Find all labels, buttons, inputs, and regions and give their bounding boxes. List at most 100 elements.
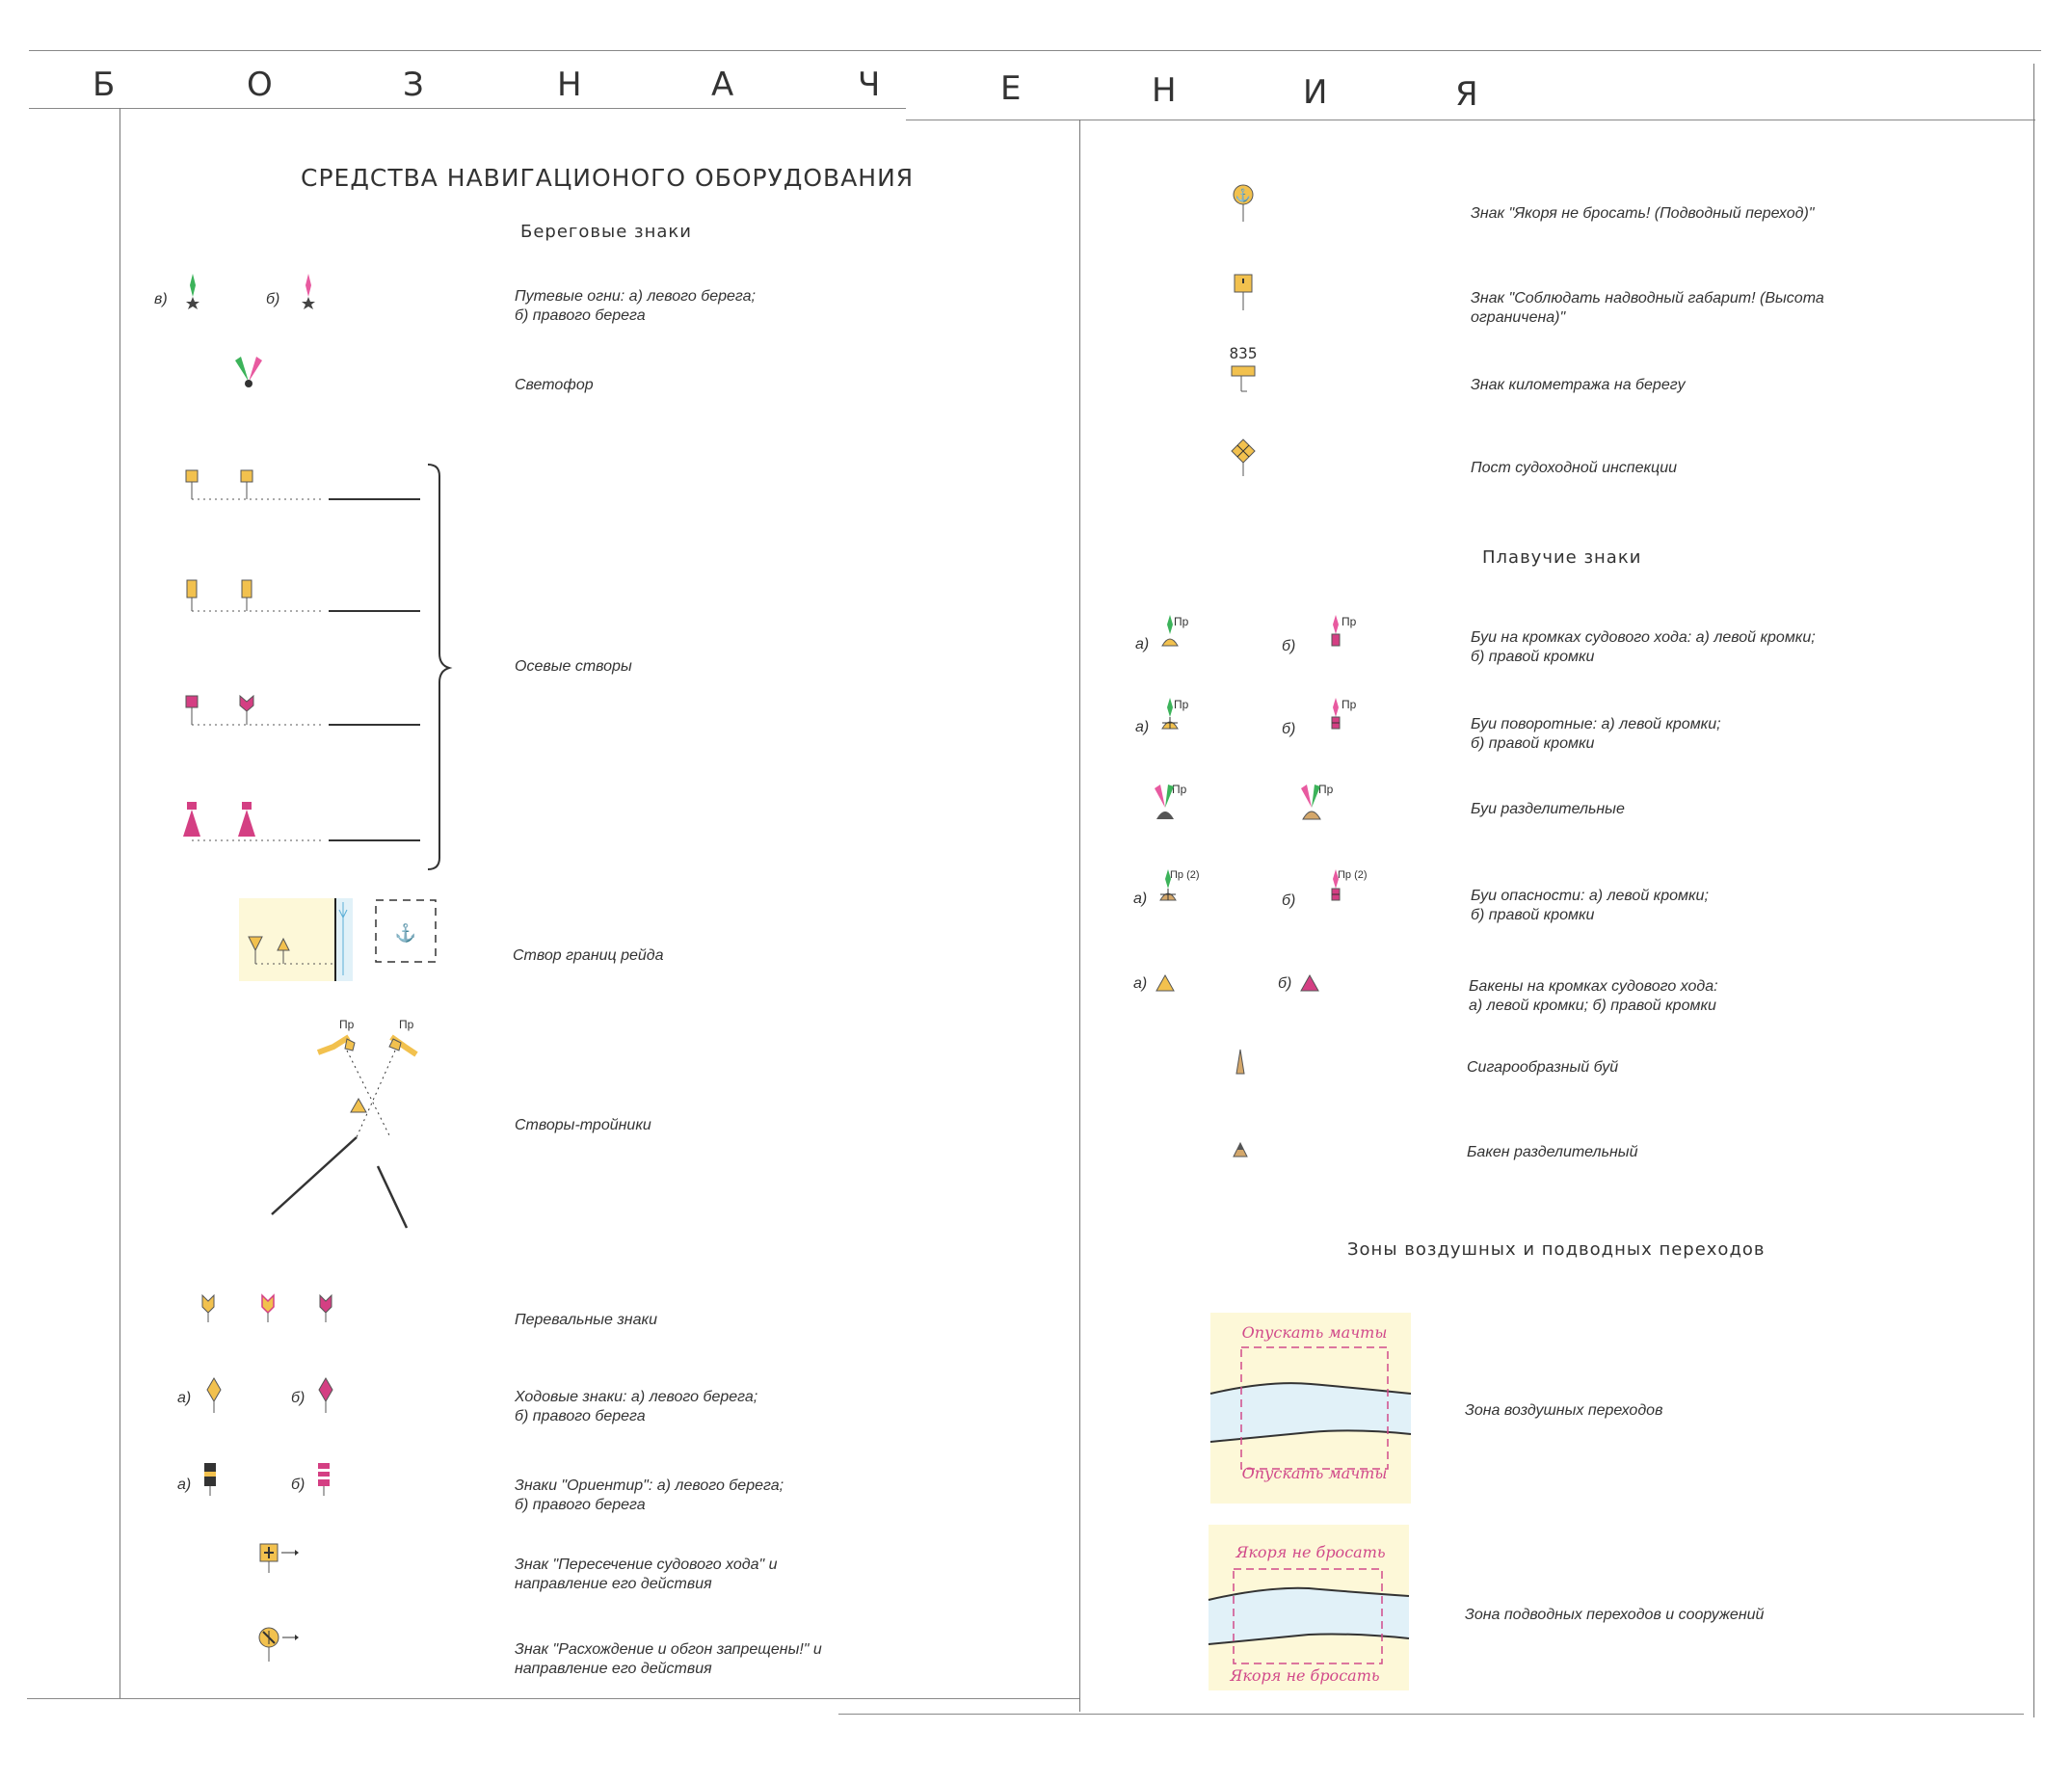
buoy-tag: Пр xyxy=(1341,615,1357,628)
option-label-b: б) xyxy=(266,291,280,307)
fairway-sign-right-icon xyxy=(318,1377,333,1413)
fairway-sign-left-icon xyxy=(206,1377,222,1413)
zones-title: Зоны воздушных и подводных переходов xyxy=(1347,1239,1766,1260)
item-description: Зона воздушных переходов xyxy=(1465,1402,1663,1419)
item-description: Путевые огни: а) левого берега; б) право… xyxy=(515,288,756,324)
option-label-a: а) xyxy=(1133,891,1148,907)
section-title: СРЕДСТВА НАВИГАЦИОНОГО ОБОРУДОВАНИЯ xyxy=(301,164,915,192)
no-overtaking-sign-icon xyxy=(258,1627,299,1662)
brace-icon xyxy=(427,464,453,870)
option-label-a: а) xyxy=(1135,719,1150,735)
item-description: Ходовые знаки: а) левого берега; б) прав… xyxy=(515,1389,758,1424)
buoy-tag: Пр (2) xyxy=(1338,869,1368,881)
separating-buoy-icon xyxy=(1301,785,1321,820)
separating-buoy-icon xyxy=(1155,785,1174,819)
item-description: Бакен разделительный xyxy=(1467,1144,1638,1160)
heading-letter: Н xyxy=(1152,71,1177,110)
light-tag: Пр xyxy=(399,1018,414,1031)
edge-buoy-left-icon xyxy=(1161,615,1179,647)
heading-underline xyxy=(29,108,906,109)
item-description: Знак "Пересечение судового хода" и напра… xyxy=(515,1557,778,1592)
traffic-light-icon xyxy=(235,357,262,387)
item-description: Буи разделительные xyxy=(1471,801,1625,817)
option-label-a: а) xyxy=(1135,636,1150,652)
route-light-right-icon xyxy=(302,274,315,309)
heading-letter: Н xyxy=(557,66,582,104)
axial-range-row-4 xyxy=(183,802,420,841)
subsection-title: Береговые знаки xyxy=(520,222,692,242)
heading-letter: А xyxy=(711,66,734,104)
item-description: Знак "Якоря не бросать! (Подводный перех… xyxy=(1471,205,1815,222)
item-description: Створ границ рейда xyxy=(513,947,664,964)
buoy-tag: Пр (2) xyxy=(1170,869,1200,881)
option-label-b: б) xyxy=(1282,721,1296,737)
heading-letter: О xyxy=(247,66,273,104)
item-description: Зона подводных переходов и сооружений xyxy=(1465,1607,1765,1623)
floating-title: Плавучие знаки xyxy=(1482,547,1642,568)
landmark-sign-right-icon xyxy=(318,1463,330,1496)
item-description: Пост судоходной инспекции xyxy=(1471,460,1677,476)
axial-range-row-2 xyxy=(186,579,420,612)
option-label-b: б) xyxy=(291,1390,305,1406)
heading-letter: Б xyxy=(93,66,116,104)
item-description: Знаки "Ориентир": а) левого берега; б) п… xyxy=(515,1477,784,1513)
top-border xyxy=(29,50,2041,51)
height-limit-sign-icon xyxy=(1234,274,1253,310)
item-description: Буи на кромках судового хода: а) левой к… xyxy=(1471,629,1816,665)
crossover-sign-icon xyxy=(201,1293,332,1322)
danger-buoy-right-icon xyxy=(1331,869,1341,901)
bottom-border-left xyxy=(27,1698,1079,1699)
turning-buoy-right-icon xyxy=(1331,698,1341,730)
buoy-tag: Пр xyxy=(1174,698,1189,711)
zone-bottom-text: Якоря не бросать xyxy=(1229,1666,1379,1685)
item-description: Буи опасности: а) левой кромки; б) право… xyxy=(1471,888,1709,923)
option-label-b: б) xyxy=(1278,975,1292,992)
no-anchor-sign-icon: ⚓ xyxy=(1233,184,1254,222)
option-label-a: в) xyxy=(154,291,168,307)
right-border xyxy=(2033,64,2034,1717)
route-light-left-icon xyxy=(186,274,199,309)
buoy-tag: Пр xyxy=(1341,698,1357,711)
light-tag: Пр xyxy=(339,1018,355,1031)
option-label-b: б) xyxy=(1282,638,1296,654)
kilometer-sign-icon: 835 xyxy=(1230,344,1258,392)
buoy-tag: Пр xyxy=(1172,783,1187,796)
zone-top-text: Якоря не бросать xyxy=(1235,1543,1385,1561)
svg-text:⚓: ⚓ xyxy=(1235,188,1251,202)
underwater-crossing-zone-icon: Якоря не бросать Якоря не бросать xyxy=(1208,1525,1410,1690)
danger-buoy-left-icon xyxy=(1159,869,1177,901)
item-description: Знак "Расхождение и обгон запрещены!" и … xyxy=(515,1641,822,1677)
buoy-tag: Пр xyxy=(1174,615,1189,628)
zone-bottom-text: Опускать мачты xyxy=(1242,1464,1388,1482)
heading-letter: Я xyxy=(1455,75,1478,114)
buoy-tag: Пр xyxy=(1318,783,1334,796)
option-label-a: а) xyxy=(1133,975,1148,992)
cigar-buoy-icon xyxy=(1235,1049,1245,1075)
beacon-right-icon xyxy=(1300,973,1319,992)
option-label-a: а) xyxy=(177,1390,192,1406)
item-description: Знак "Соблюдать надводный габарит! (Высо… xyxy=(1471,290,1824,326)
heading-letter: И xyxy=(1303,73,1328,112)
item-description: Светофор xyxy=(515,377,594,393)
crossing-sign-icon xyxy=(259,1543,299,1573)
heading-letter: З xyxy=(403,66,424,104)
option-label-b: б) xyxy=(291,1477,305,1493)
option-label-a: а) xyxy=(177,1477,192,1493)
heading-letter: Ч xyxy=(858,66,881,104)
axial-range-row-3 xyxy=(185,694,420,726)
item-description: Бакены на кромках судового хода: а) лево… xyxy=(1469,978,1718,1014)
turning-buoy-left-icon xyxy=(1161,698,1179,730)
inspection-post-icon xyxy=(1231,439,1256,476)
kilometer-value: 835 xyxy=(1230,344,1258,362)
option-label-b: б) xyxy=(1282,892,1296,909)
zone-top-text: Опускать мачты xyxy=(1242,1323,1388,1342)
separating-beacon-icon xyxy=(1233,1141,1248,1158)
svg-text:⚓: ⚓ xyxy=(395,922,416,943)
center-divider xyxy=(1079,120,1080,1712)
edge-buoy-right-icon xyxy=(1331,615,1341,647)
heading-letter: Е xyxy=(1000,69,1022,108)
item-description: Створы-тройники xyxy=(515,1117,651,1133)
item-description: Знак километража на берегу xyxy=(1471,377,1686,393)
roadstead-range-icon: ⚓ xyxy=(239,898,437,981)
air-crossing-zone-icon: Опускать мачты Опускать мачты xyxy=(1209,1313,1412,1504)
